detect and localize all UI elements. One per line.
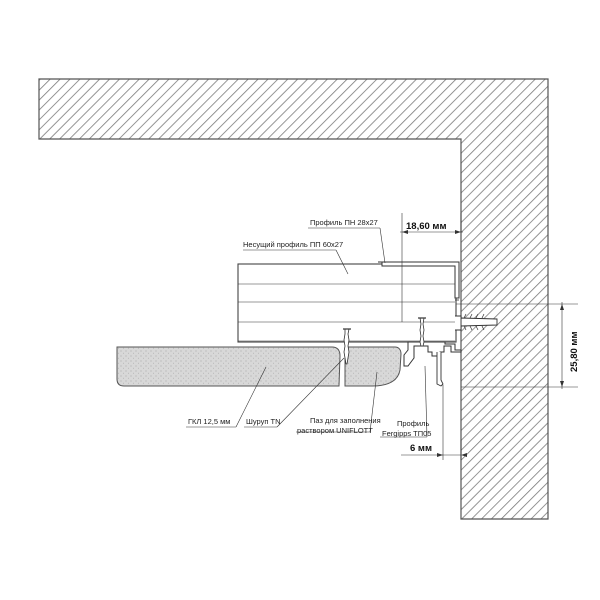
leader-fergipps bbox=[380, 365, 428, 438]
leader-profile-pn bbox=[308, 227, 386, 264]
anchor-dowel-icon bbox=[455, 313, 498, 331]
guide-profile-pn bbox=[378, 261, 460, 299]
label-fergipps-line1: Профиль bbox=[397, 419, 429, 428]
fergipps-profile-lip bbox=[436, 352, 444, 387]
label-screw: Шуруп TN bbox=[246, 417, 281, 426]
label-groove-line2: раствором UNIFLOTT bbox=[297, 426, 373, 435]
leader-screw bbox=[244, 357, 345, 428]
dimension-top-gap bbox=[400, 213, 463, 322]
label-fergipps-line2: Fergipps TП05 bbox=[382, 429, 431, 438]
label-profile-pn: Профиль ПН 28х27 bbox=[310, 218, 378, 227]
leader-groove bbox=[296, 371, 378, 433]
label-groove-line1: Паз для заполнения bbox=[310, 416, 381, 425]
gypsum-board-edge bbox=[344, 346, 402, 387]
concrete-ceiling-wall bbox=[38, 78, 549, 520]
dimension-top-gap-value: 18,60 мм bbox=[406, 221, 446, 232]
gypsum-board bbox=[116, 346, 341, 387]
dimension-side-height-value: 25,80 мм bbox=[569, 332, 580, 372]
fergipps-profile bbox=[403, 341, 462, 367]
screw-icon bbox=[418, 317, 426, 347]
dimension-bottom-gap bbox=[401, 385, 467, 460]
leader-gkl bbox=[186, 366, 267, 428]
label-profile-pp: Несущий профиль ПП 60х27 bbox=[243, 240, 343, 249]
dimension-bottom-gap-value: 6 мм bbox=[410, 443, 432, 454]
dimension-side-height bbox=[456, 302, 578, 389]
screw-icon bbox=[343, 328, 351, 365]
label-gkl: ГКЛ 12,5 мм bbox=[188, 417, 230, 426]
leader-profile-pp bbox=[243, 249, 349, 275]
